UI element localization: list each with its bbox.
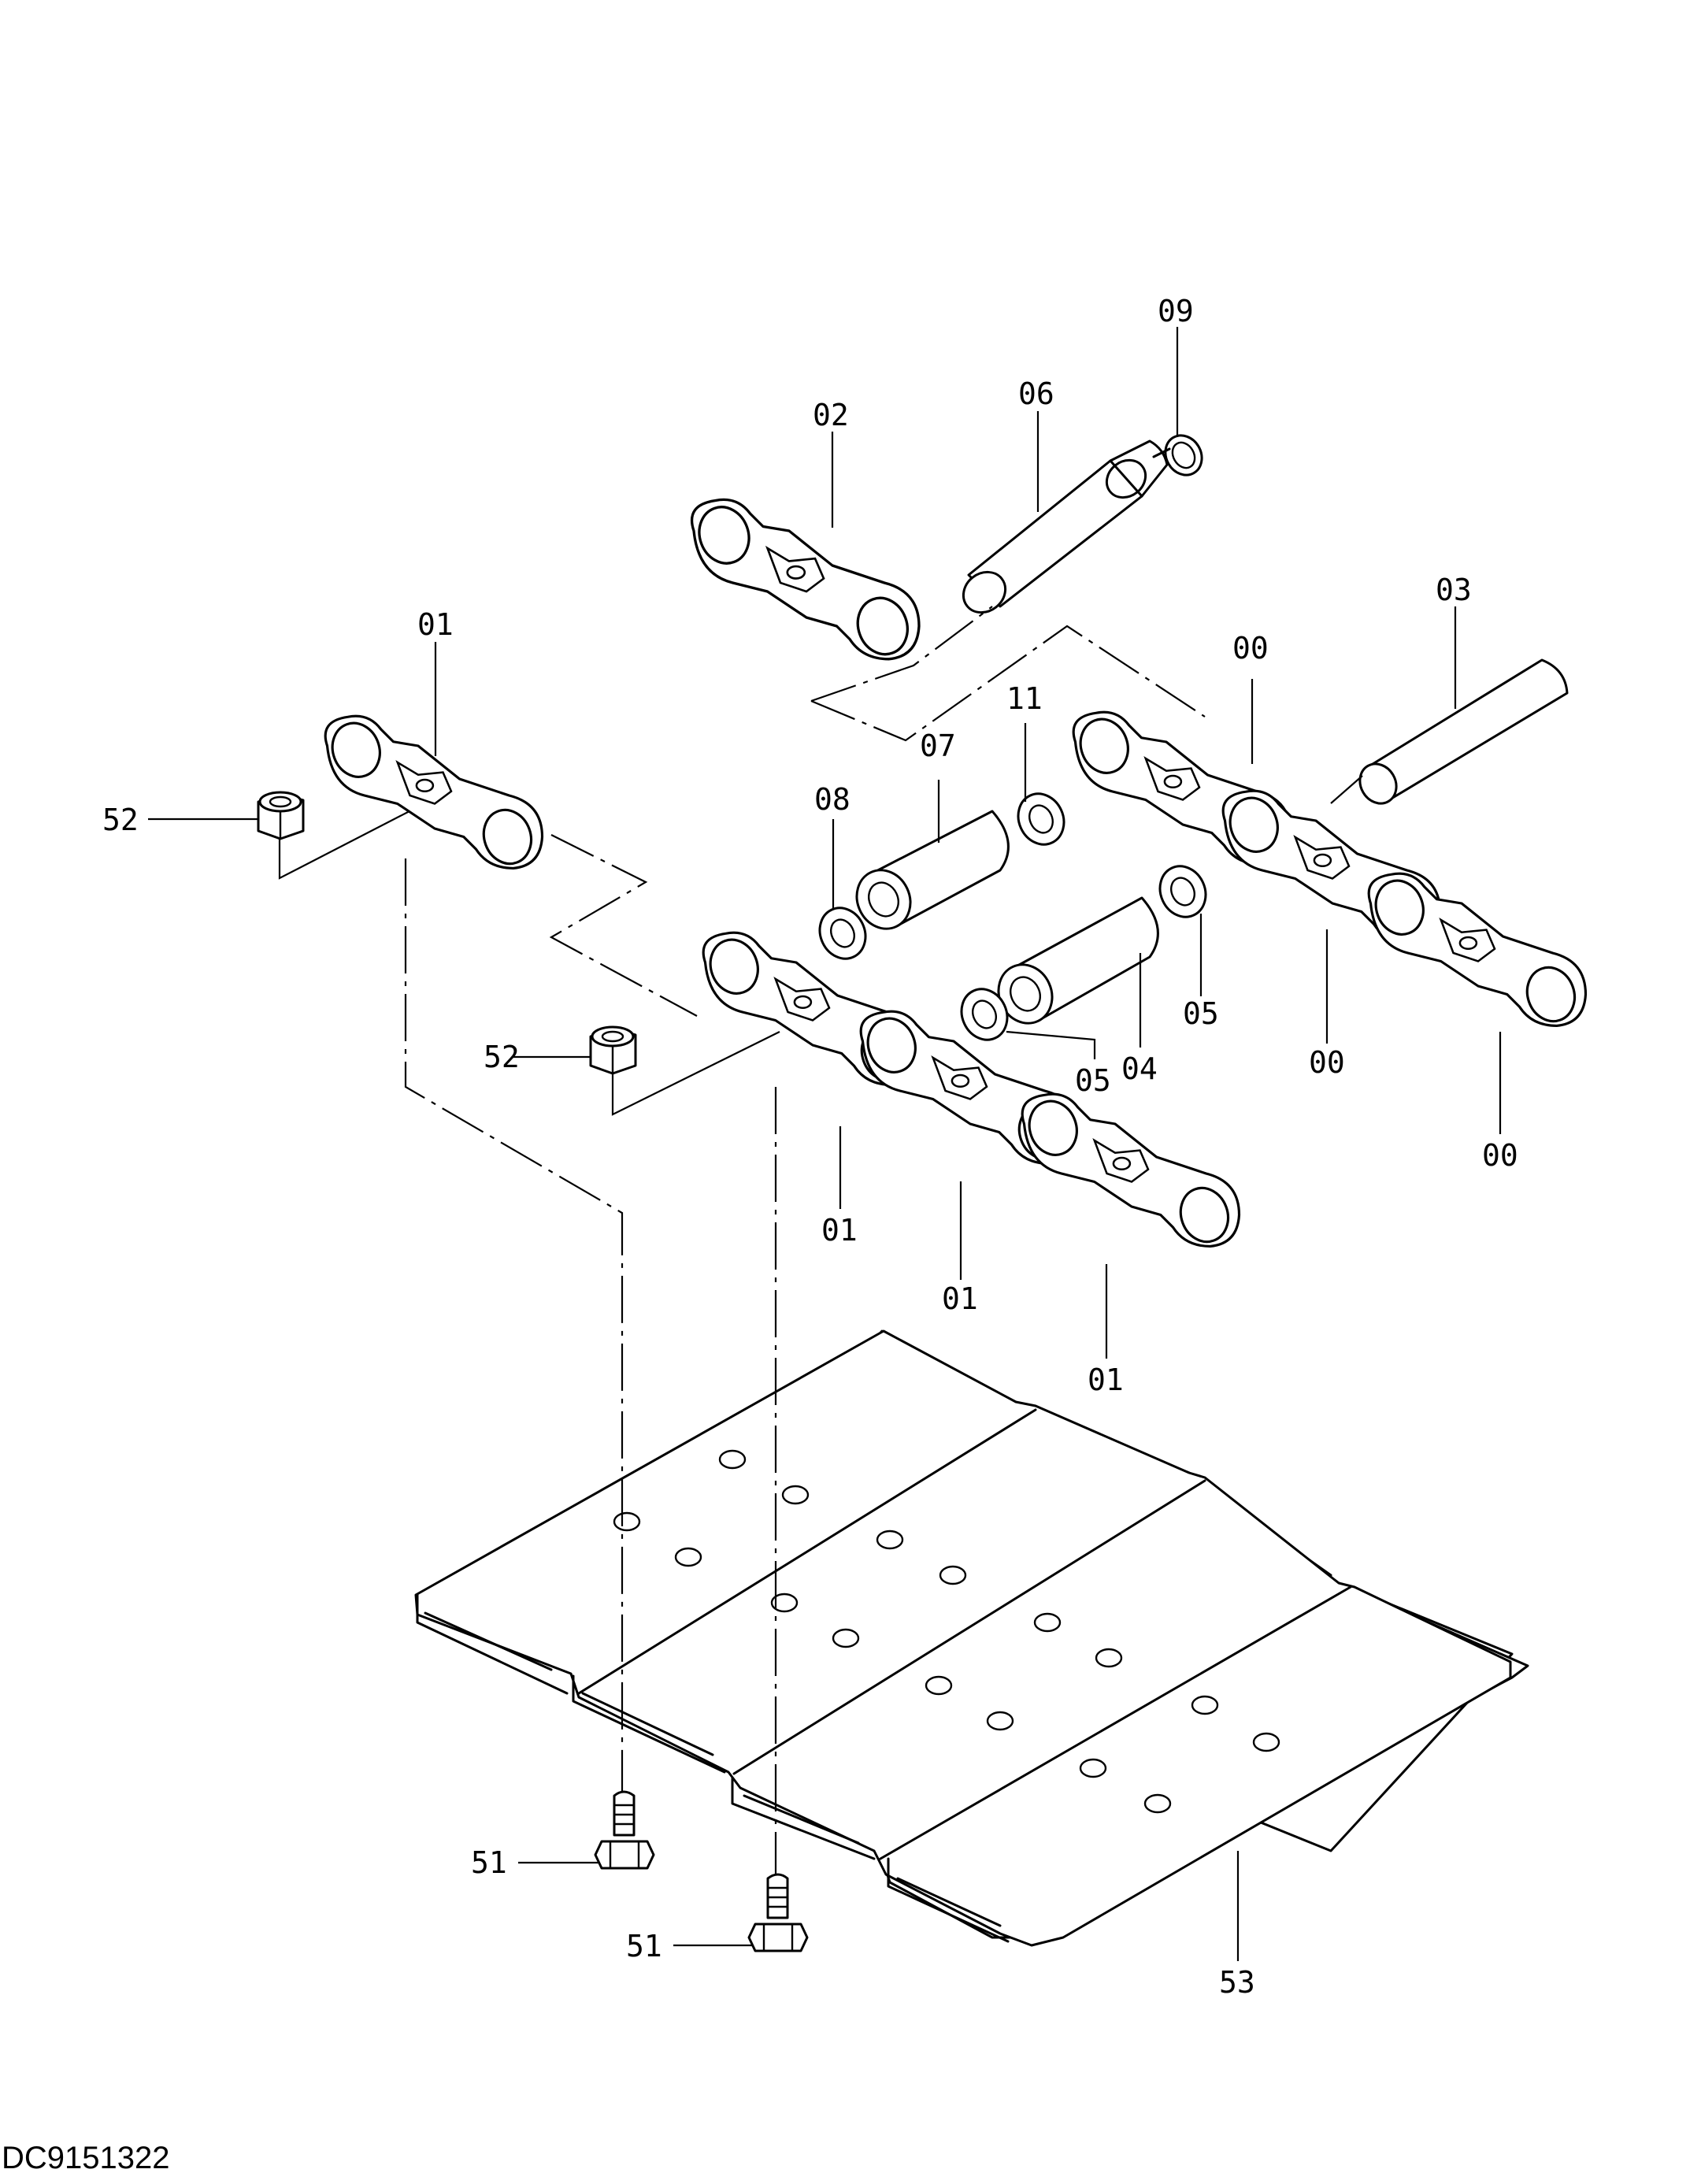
label-03: 03 [1436,573,1472,607]
label-52-mid: 52 [484,1040,520,1074]
track-pin-03 [1358,658,1569,805]
snap-ring-09 [1164,434,1203,476]
label-01-a: 01 [821,1213,858,1248]
label-53: 53 [1219,1965,1255,2000]
label-52-top: 52 [102,803,139,837]
track-link-00-c [1367,872,1588,1029]
shoe-bolt-right [747,1873,809,1952]
label-06: 06 [1018,376,1054,411]
shoe-nut-mid [589,1025,637,1075]
track-link-02 [690,498,921,663]
track-link-01-c [1021,1092,1241,1250]
master-pin-06 [962,439,1171,614]
assembly-centerlines [404,606,1363,1874]
seal-05-left [960,988,1009,1041]
label-01-left: 01 [417,607,454,642]
shoe-nut-top [257,791,305,840]
label-04: 04 [1121,1051,1158,1086]
seal-08 [818,907,867,960]
label-00-top: 00 [1232,631,1269,666]
track-link-01-left [324,714,544,872]
track-shoe-plates [414,1329,1529,1947]
seal-11 [1017,792,1065,846]
label-51-a: 51 [471,1845,507,1880]
label-05-a: 05 [1183,996,1219,1031]
bushing-04 [997,896,1159,1025]
label-00-right: 00 [1482,1138,1518,1173]
label-09: 09 [1158,294,1194,328]
label-01-c: 01 [1088,1363,1124,1397]
leader-lines [148,327,1502,1961]
bushing-07 [855,810,1010,930]
shoe-bolt-left [594,1790,655,1870]
label-51-b: 51 [626,1929,662,1963]
label-07: 07 [920,729,956,763]
diagram-code: DC9151322 [2,2141,170,2175]
label-00-mid: 00 [1309,1045,1345,1080]
label-08: 08 [814,782,850,817]
label-05-b: 05 [1075,1063,1111,1098]
label-11: 11 [1006,681,1043,716]
label-02: 02 [813,398,849,432]
seal-05-right [1158,865,1207,918]
label-01-b: 01 [942,1281,978,1316]
part-labels: 09 06 02 03 00 11 07 08 01 52 52 05 05 0… [102,294,1518,2000]
